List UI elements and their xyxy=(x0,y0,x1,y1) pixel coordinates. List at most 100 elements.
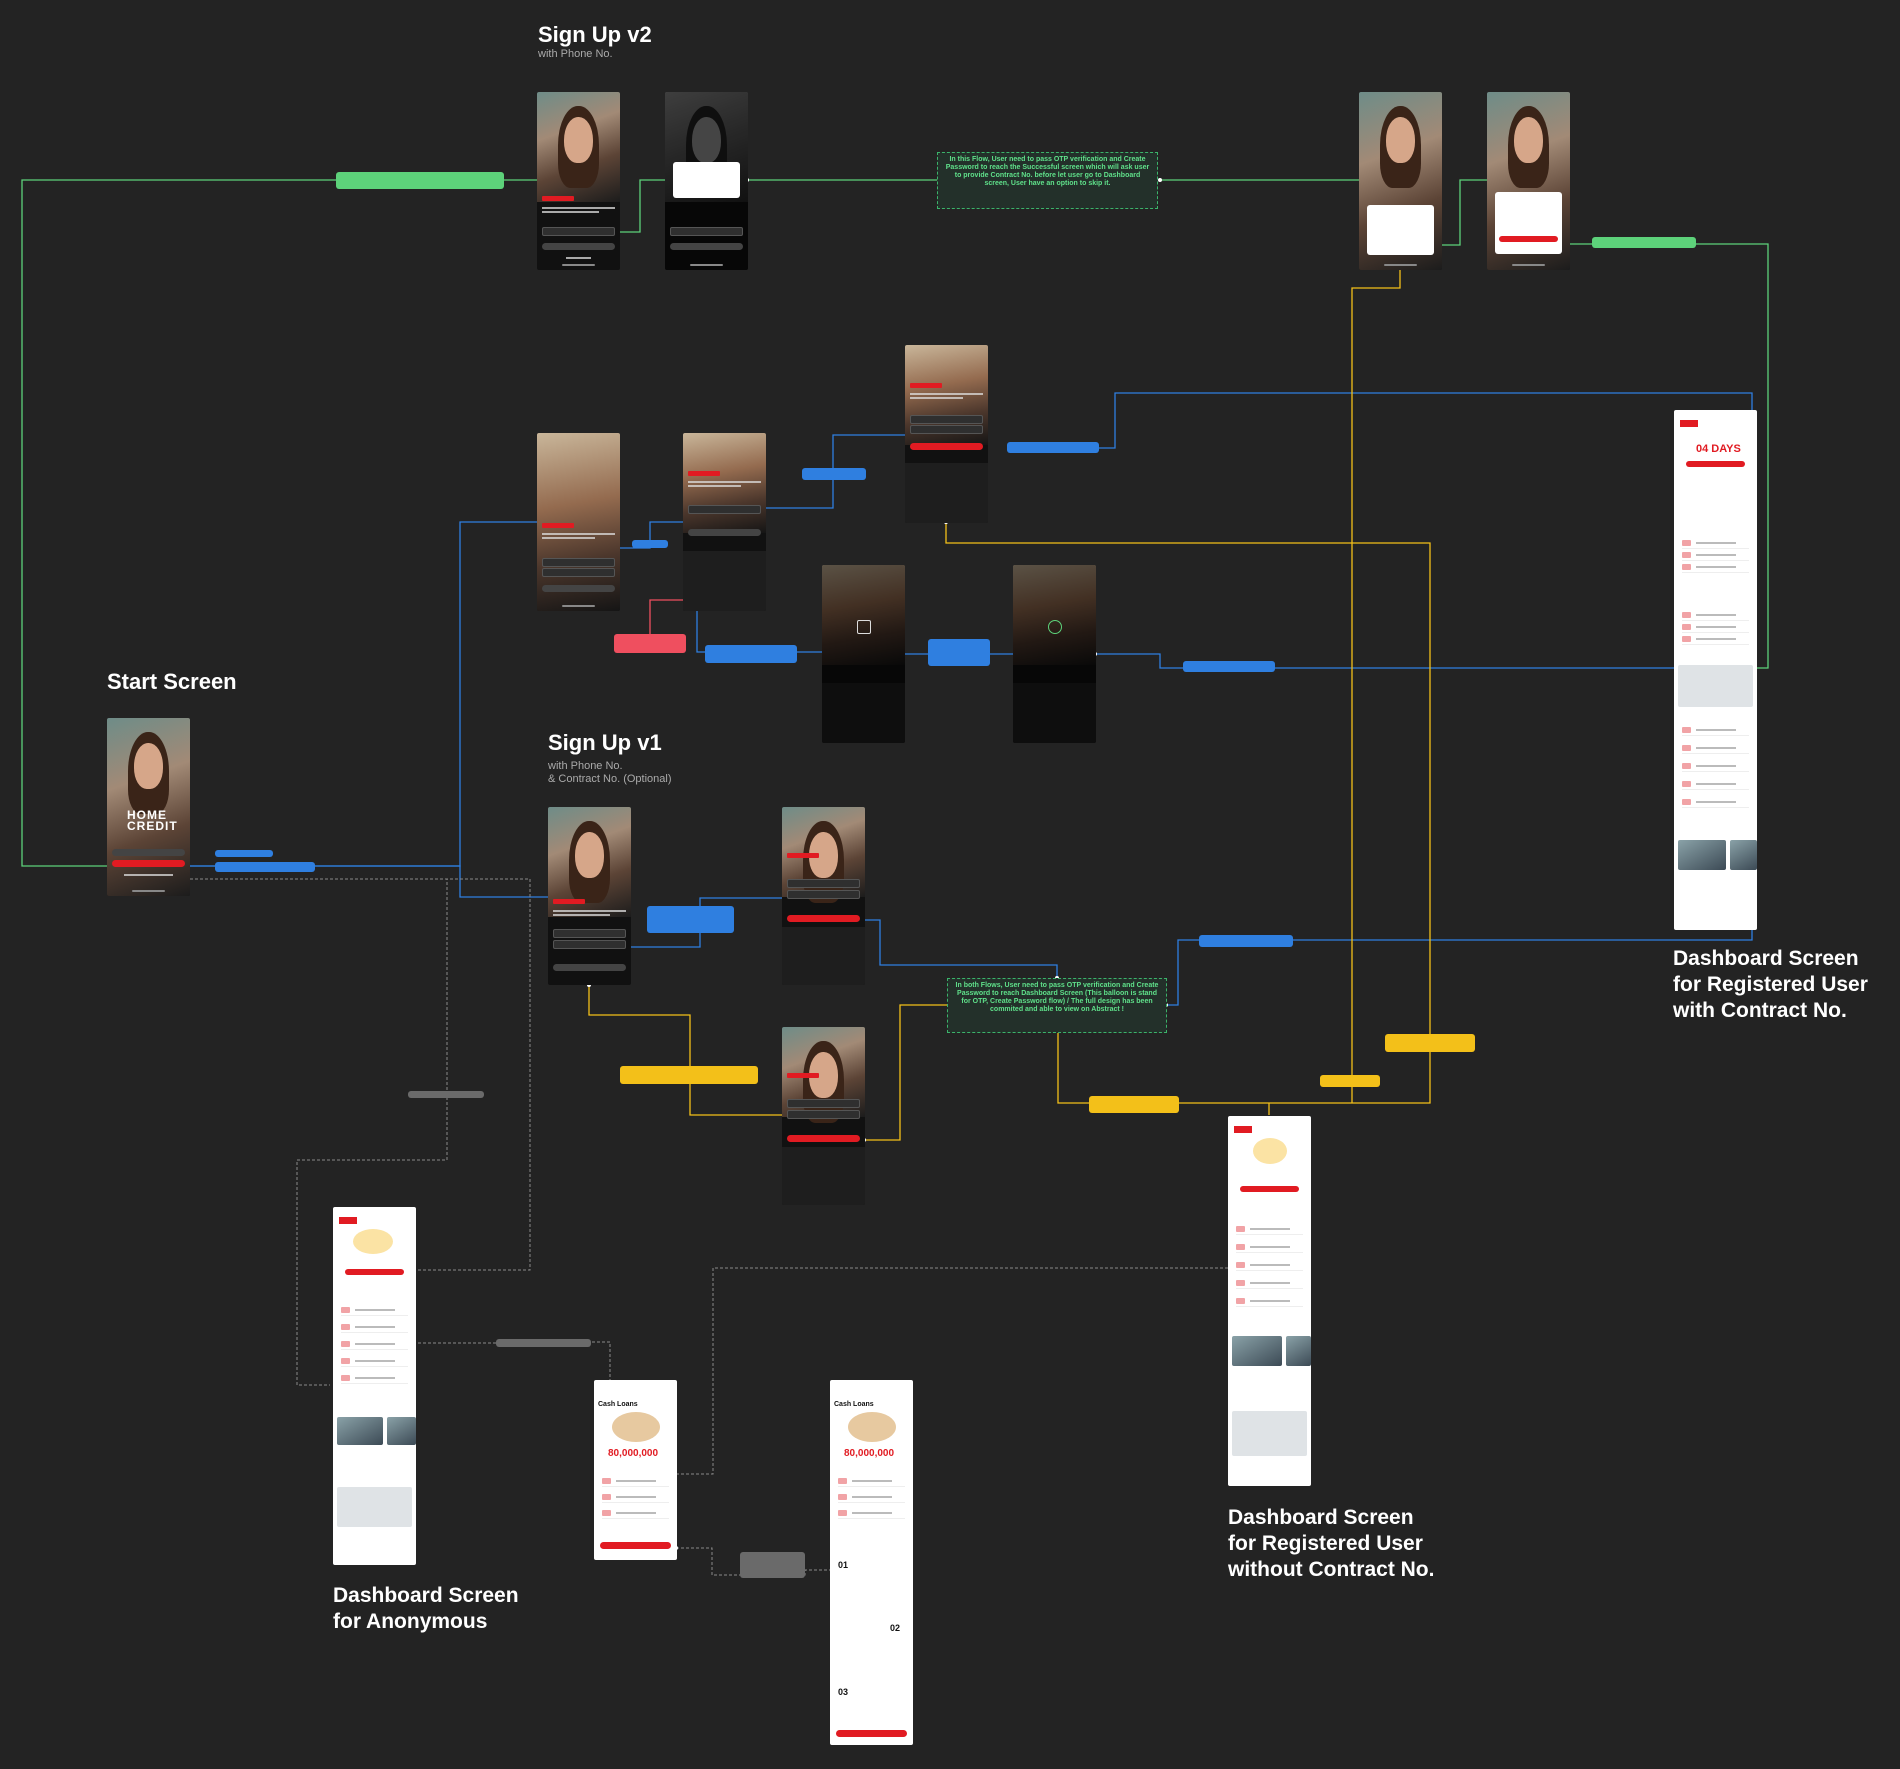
numeric-keypad[interactable] xyxy=(782,927,865,985)
signup-v1-phone-input-screen[interactable] xyxy=(782,1027,865,1205)
phone-field[interactable] xyxy=(541,227,616,236)
map[interactable] xyxy=(337,1487,412,1527)
blue-connector xyxy=(1166,930,1753,1006)
section-title-signup-v2: Sign Up v2 xyxy=(538,22,652,47)
numeric-keypad[interactable] xyxy=(683,551,766,611)
section-title-start: Start Screen xyxy=(107,669,237,694)
cash-loans-title: Cash Loans xyxy=(834,1401,874,1408)
map[interactable] xyxy=(1232,1411,1307,1456)
illustration xyxy=(612,1412,660,1442)
v1-phone-field[interactable] xyxy=(552,929,627,938)
promo-image[interactable] xyxy=(1678,840,1726,870)
apply-button[interactable] xyxy=(836,1730,907,1737)
v1-red-button[interactable] xyxy=(786,915,861,922)
note-yellow xyxy=(620,1066,758,1084)
home-credit-logo xyxy=(1234,1126,1252,1133)
cash-loans-expanded-screen[interactable]: Cash Loans 80,000,000 01 02 03 xyxy=(830,1380,913,1745)
faceid-scan-screen[interactable] xyxy=(822,565,905,743)
signup-v1-screen[interactable] xyxy=(548,807,631,985)
cash-loans-screen[interactable]: Cash Loans 80,000,000 xyxy=(594,1380,677,1560)
login-input-screen[interactable] xyxy=(683,433,766,611)
numeric-keypad[interactable] xyxy=(782,1147,865,1205)
green-connector xyxy=(617,179,665,233)
signup-v2-success-screen[interactable] xyxy=(1359,92,1442,270)
label-dashboard-registered-contract: Dashboard Screen for Registered User wit… xyxy=(1673,947,1868,1022)
login-phone-field[interactable] xyxy=(541,558,616,567)
note-blue xyxy=(705,645,797,663)
note-blue xyxy=(802,468,866,480)
apply-button[interactable] xyxy=(600,1542,671,1549)
note-blue xyxy=(1007,442,1099,453)
faceid-success-screen[interactable] xyxy=(1013,565,1096,743)
illustration xyxy=(848,1412,896,1442)
step-number: 03 xyxy=(838,1687,849,1697)
faceid-icon xyxy=(857,620,871,634)
section-subtitle-signup-v2: with Phone No. xyxy=(538,48,613,60)
contract-modal[interactable] xyxy=(1495,192,1562,254)
step-number: 01 xyxy=(838,1560,849,1570)
yellow-connector xyxy=(864,1004,947,1141)
confirm-modal[interactable] xyxy=(673,162,740,198)
note-green xyxy=(1592,237,1696,248)
illustration xyxy=(1253,1138,1287,1164)
promo-image[interactable] xyxy=(1286,1336,1311,1366)
promo-image[interactable] xyxy=(1232,1336,1282,1366)
continue-button[interactable] xyxy=(541,243,616,250)
note-blue xyxy=(647,906,734,933)
promo-image[interactable] xyxy=(337,1417,383,1445)
login-password-screen[interactable] xyxy=(905,345,988,523)
signup-v2-phone-screen[interactable] xyxy=(537,92,620,270)
v1-red-button[interactable] xyxy=(786,1135,861,1142)
dashboard-anonymous[interactable] xyxy=(333,1207,416,1565)
cta-button[interactable] xyxy=(1240,1186,1299,1192)
note-blue xyxy=(928,639,990,666)
blue-connector xyxy=(1095,653,1752,669)
loan-amount: 80,000,000 xyxy=(844,1448,895,1459)
label-dashboard-anonymous: Dashboard Screen for Anonymous xyxy=(333,1584,519,1633)
cash-loans-title: Cash Loans xyxy=(598,1401,638,1408)
promo-image[interactable] xyxy=(387,1417,416,1445)
login-submit-button[interactable] xyxy=(541,585,616,592)
success-modal[interactable] xyxy=(1367,205,1434,255)
gray-connector xyxy=(185,878,448,1386)
start-screen[interactable]: HOME CREDIT xyxy=(107,718,190,896)
note-yellow xyxy=(1089,1096,1179,1113)
v1-continue-button[interactable] xyxy=(552,964,627,971)
step-number: 02 xyxy=(890,1623,901,1633)
note-blue xyxy=(1199,935,1293,947)
signup-v2-contract-screen[interactable] xyxy=(1487,92,1570,270)
numeric-keypad[interactable] xyxy=(905,463,988,523)
promo-image[interactable] xyxy=(1730,840,1757,870)
note-blue xyxy=(215,862,315,872)
blue-connector xyxy=(858,919,1058,978)
signup-v1-contract-input-screen[interactable] xyxy=(782,807,865,985)
note-gray xyxy=(740,1552,805,1578)
note-gray xyxy=(408,1091,484,1098)
signup-button[interactable] xyxy=(111,860,186,867)
blue-connector xyxy=(614,521,683,549)
illustration xyxy=(353,1229,393,1254)
section-title-signup-v1: Sign Up v1 xyxy=(548,730,662,755)
note-yellow xyxy=(1385,1034,1475,1052)
note-blue xyxy=(632,540,668,548)
loan-amount: 80,000,000 xyxy=(608,1448,659,1459)
v1-contract-field[interactable] xyxy=(552,940,627,949)
signup-v2-confirm-screen[interactable] xyxy=(665,92,748,270)
dashboard-registered-contract[interactable]: 04 DAYS xyxy=(1674,410,1757,930)
dashboard-registered-no-contract[interactable] xyxy=(1228,1116,1311,1486)
pay-button[interactable] xyxy=(1686,461,1745,467)
balloon-both-flows: In both Flows, User need to pass OTP ver… xyxy=(947,978,1167,1033)
login-red-button[interactable] xyxy=(909,443,984,450)
yellow-connector xyxy=(1351,268,1401,1103)
blue-connector xyxy=(1015,392,1753,449)
section-subtitle-signup-v1: with Phone No. xyxy=(548,760,623,772)
login-start-screen[interactable] xyxy=(537,433,620,611)
cta-button[interactable] xyxy=(345,1269,404,1275)
map[interactable] xyxy=(1678,665,1753,707)
gray-connector xyxy=(185,878,531,1271)
login-password-field[interactable] xyxy=(541,568,616,577)
balloon-v2-flow: In this Flow, User need to pass OTP veri… xyxy=(937,152,1158,209)
green-connector xyxy=(21,179,615,867)
login-button[interactable] xyxy=(111,849,186,856)
note-gray xyxy=(496,1339,591,1347)
